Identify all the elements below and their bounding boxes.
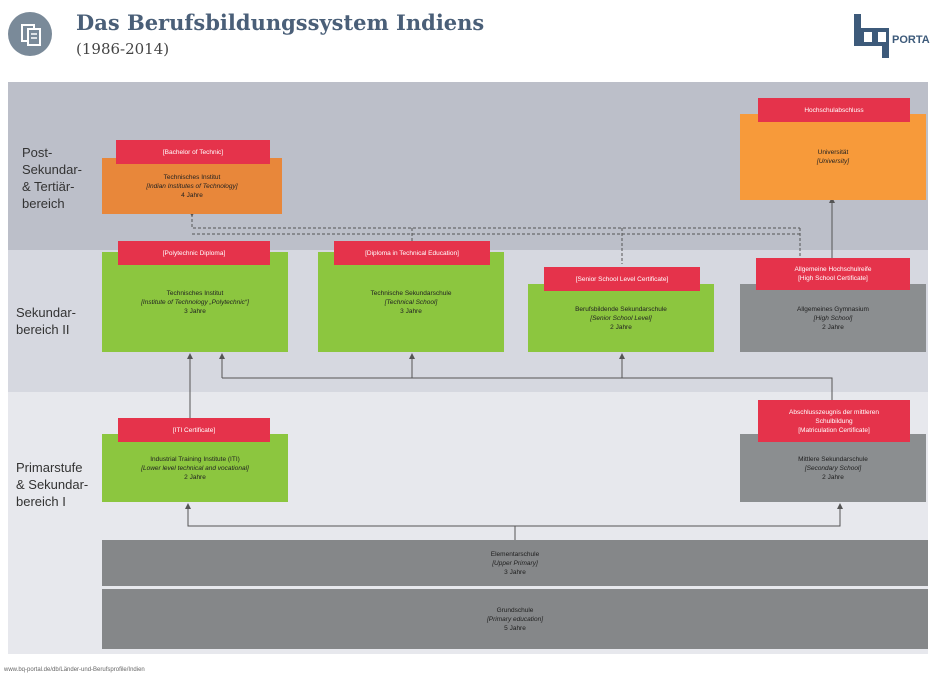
box-subtitle: [Institute of Technology „Polytechnic“]: [141, 298, 249, 306]
box-title: Mittlere Sekundarschule: [798, 455, 868, 463]
page-subtitle: (1986-2014): [76, 40, 170, 58]
certificate-line: Allgemeine Hochschulreife: [794, 266, 872, 273]
box-title: Technische Sekundarschule: [370, 289, 452, 297]
box-subtitle: [Lower level technical and vocational]: [141, 464, 249, 472]
box-duration: 3 Jahre: [184, 307, 206, 315]
box-subtitle: [Senior School Level]: [590, 314, 652, 322]
certificate-diploma-technical-education: [Diploma in Technical Education]: [334, 241, 490, 265]
page-title: Das Berufsbildungssystem Indiens: [76, 10, 485, 35]
brand-logo: PORTA: [852, 10, 932, 60]
box-polytechnic: Technisches Institut [Institute of Techn…: [102, 252, 288, 352]
box-title: Elementarschule: [490, 550, 540, 558]
box-subtitle: [High School]: [813, 314, 853, 322]
certificate-line: Abschlusszeugnis der mittleren: [789, 408, 879, 416]
source-url: www.bq-portal.de/db/Länder-und-Berufspro…: [4, 667, 145, 673]
certificate-bachelor-of-technic: [Bachelor of Technic]: [116, 140, 270, 164]
box-title: Technisches Institut: [163, 173, 221, 181]
certificate-senior-school-level: [Senior School Level Certificate]: [544, 267, 700, 291]
box-university: Universität [University]: [740, 114, 926, 200]
box-subtitle: [Primary education]: [487, 615, 543, 623]
box-subtitle: [Indian Institutes of Technology]: [146, 182, 238, 190]
box-duration: 3 Jahre: [400, 307, 422, 315]
certificate-line: Schulbildung: [815, 417, 853, 425]
box-vocational-secondary-school: Berufsbildende Sekundarschule [Senior Sc…: [528, 284, 714, 352]
box-duration: 2 Jahre: [184, 473, 206, 481]
box-industrial-training-institute: Industrial Training Institute (ITI) [Low…: [102, 434, 288, 502]
box-duration: 2 Jahre: [822, 473, 844, 481]
certificate-line: [Matriculation Certificate]: [798, 426, 870, 434]
box-title: Allgemeines Gymnasium: [797, 305, 869, 313]
box-technical-institute-iit: Technisches Institut [Indian Institutes …: [102, 158, 282, 214]
box-duration: 5 Jahre: [504, 624, 526, 632]
box-primary-school: Grundschule [Primary education] 5 Jahre: [102, 589, 928, 649]
box-title: Universität: [817, 149, 849, 156]
certificate-line: [High School Certificate]: [798, 275, 868, 282]
brand-text: PORTA: [892, 34, 930, 46]
band-label-sek2: Sekundar- bereich II: [16, 305, 76, 337]
box-elementary-school: Elementarschule [Upper Primary] 3 Jahre: [102, 540, 928, 586]
box-technical-secondary-school: Technische Sekundarschule [Technical Sch…: [318, 252, 504, 352]
box-middle-secondary-school: Mittlere Sekundarschule [Secondary Schoo…: [740, 434, 926, 502]
certificate-iti: [ITI Certificate]: [118, 418, 270, 442]
band-label-prim: Primarstufe & Sekundar- bereich I: [16, 460, 89, 509]
band-label-post: Post- Sekundar- & Tertiär- bereich: [22, 145, 82, 211]
box-subtitle: [University]: [816, 158, 850, 165]
box-general-gymnasium: Allgemeines Gymnasium [High School] 2 Ja…: [740, 284, 926, 352]
box-title: Grundschule: [496, 606, 534, 614]
box-subtitle: [Upper Primary]: [492, 559, 538, 567]
certificate-polytechnic-diploma: [Polytechnic Diploma]: [118, 241, 270, 265]
box-duration: 2 Jahre: [822, 323, 844, 331]
box-subtitle: [Technical School]: [384, 298, 438, 306]
certificate-matriculation: Abschlusszeugnis der mittleren Schulbild…: [758, 400, 910, 442]
box-subtitle: [Secondary School]: [804, 464, 862, 472]
box-duration: 3 Jahre: [504, 568, 526, 576]
box-title: Industrial Training Institute (ITI): [150, 455, 240, 463]
box-title: Technisches Institut: [166, 289, 224, 297]
box-title: Berufsbildende Sekundarschule: [575, 305, 667, 313]
document-icon: [8, 12, 52, 56]
box-duration: 2 Jahre: [610, 323, 632, 331]
certificate-high-school: Allgemeine Hochschulreife [High School C…: [756, 258, 910, 290]
certificate-hochschulabschluss: Hochschulabschluss: [758, 98, 910, 122]
box-duration: 4 Jahre: [181, 191, 203, 199]
